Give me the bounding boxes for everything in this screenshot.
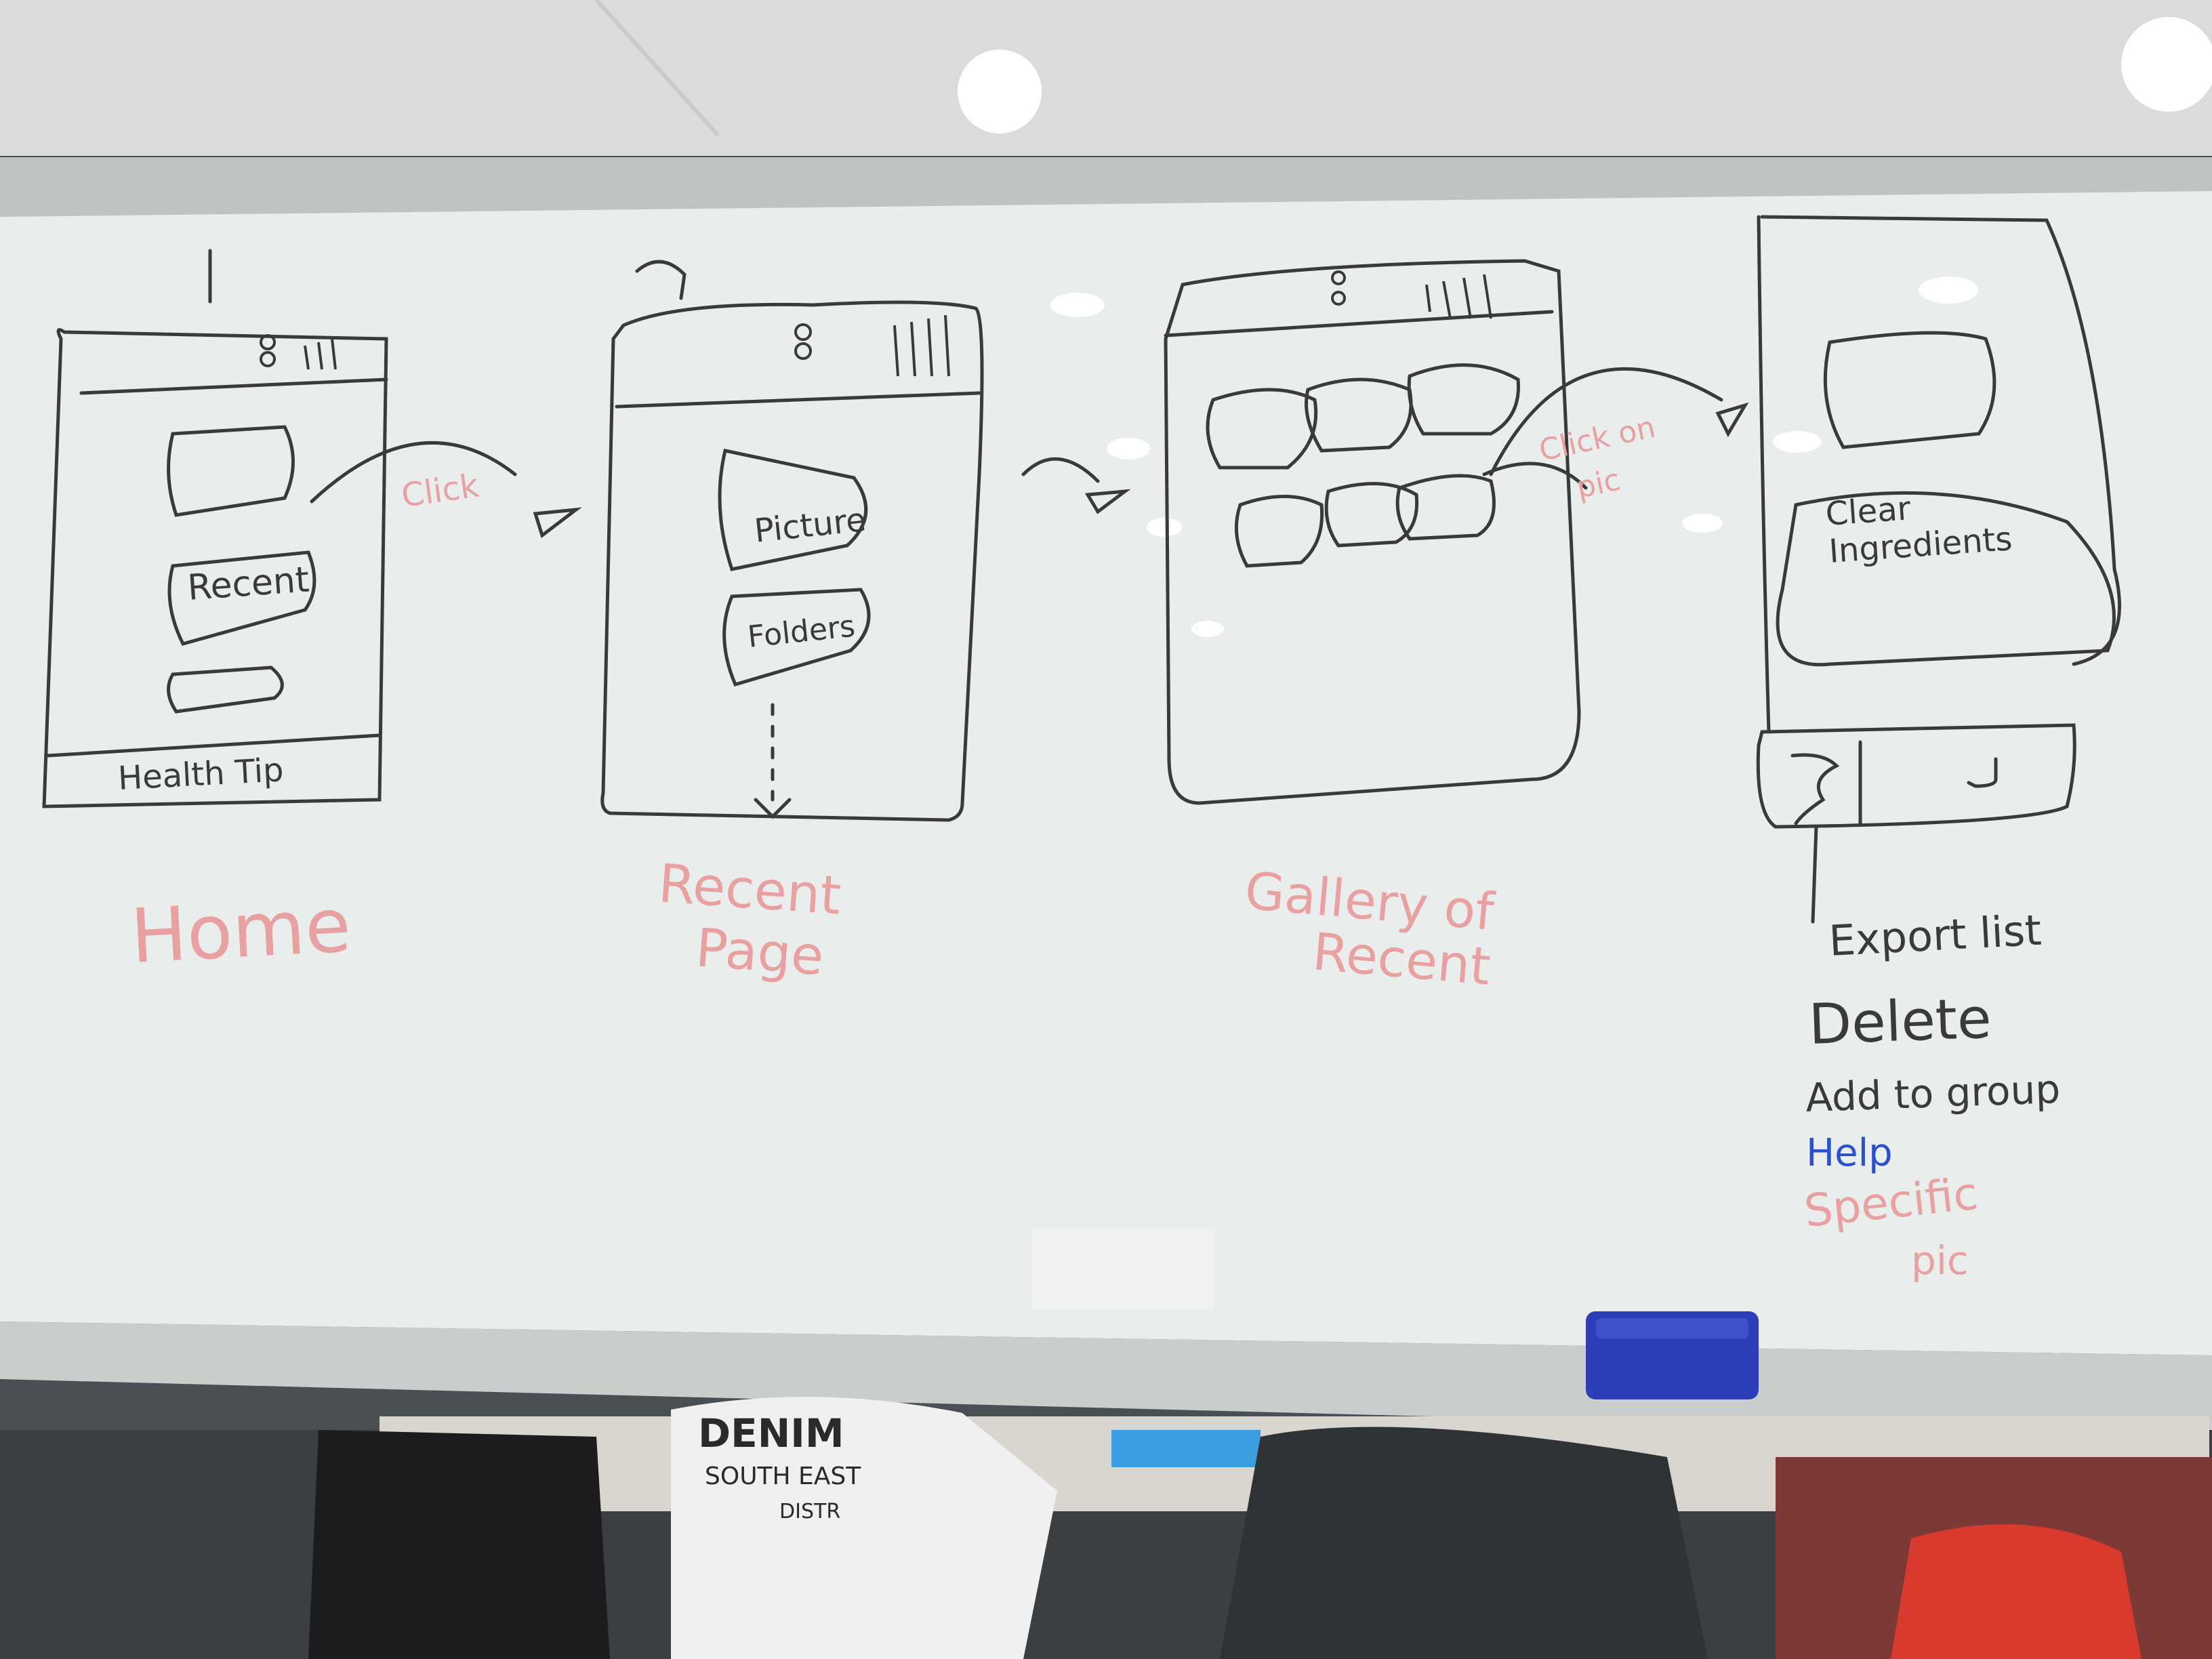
light-reflection [1107, 438, 1150, 459]
tshirt-text: SOUTH EAST [705, 1462, 861, 1490]
tshirt-text: DENIM [698, 1410, 844, 1456]
tshirt-text: DISTR [779, 1500, 840, 1523]
blue-folder [1111, 1430, 1261, 1467]
light-reflection [1919, 276, 1978, 304]
note-pic: pic [1911, 1237, 1969, 1284]
red-bag [1891, 1524, 2142, 1659]
ceiling-light [2121, 17, 2212, 112]
office-chair [308, 1430, 610, 1659]
sketch-gallery-screen [1164, 259, 1749, 805]
ceiling-tile-line [594, 0, 720, 138]
light-reflection [1147, 518, 1182, 537]
caption-home: Home [129, 882, 353, 980]
sketch-picture-detail-screen [1756, 215, 2121, 924]
caption-recent-page-line1: Recent [657, 853, 843, 927]
note-add-to-group: Add to group [1805, 1066, 2061, 1121]
label-health-tip: Health Tip [117, 751, 285, 798]
eraser-top [1596, 1318, 1748, 1338]
note-help: Help [1806, 1131, 1893, 1175]
sketch-recent-page [600, 260, 1131, 822]
label-clear: Clear [1824, 489, 1912, 533]
caption-recent-page-line2: Page [694, 918, 826, 987]
status-bar-icons [1331, 270, 1492, 319]
note-delete: Delete [1807, 987, 1992, 1057]
ceiling-light [958, 49, 1042, 134]
person-white-shirt [671, 1397, 1057, 1659]
light-reflection [1191, 621, 1224, 637]
label-recent: Recent [186, 560, 310, 609]
ceiling [0, 0, 2212, 156]
sketch-home-screen [42, 249, 582, 808]
note-export-list: Export list [1828, 905, 2043, 966]
person-dark-jacket [1220, 1427, 1708, 1659]
paper-sticker [1031, 1228, 1214, 1309]
status-bar-icons [794, 314, 950, 377]
light-reflection [1682, 514, 1723, 533]
light-reflection [1050, 293, 1105, 317]
whiteboard [0, 191, 2212, 1355]
status-bar-icons [260, 334, 337, 370]
light-reflection [1773, 431, 1822, 453]
